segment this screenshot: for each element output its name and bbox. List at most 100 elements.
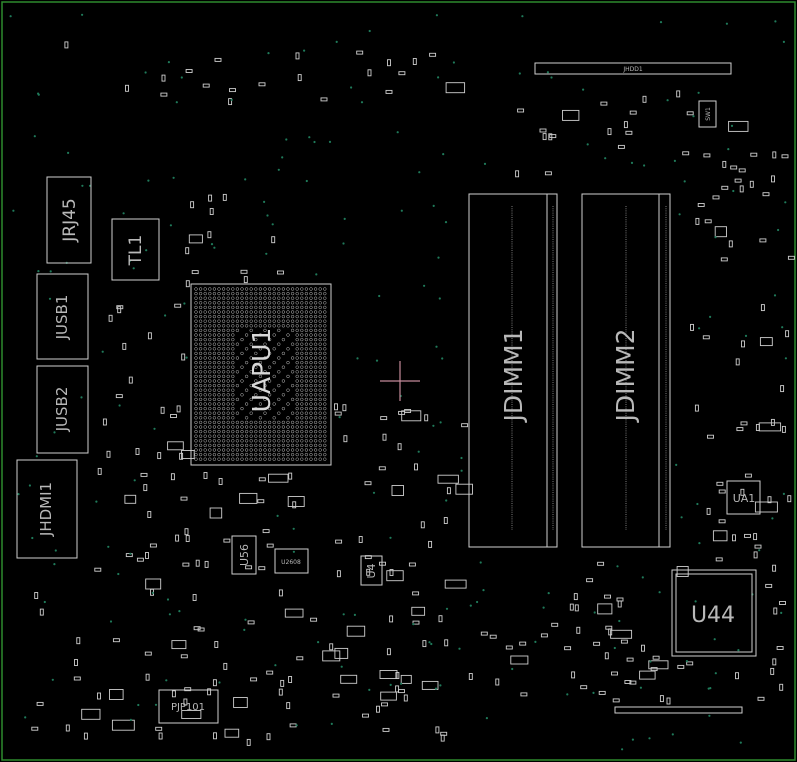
bga-ball xyxy=(203,402,207,406)
bga-ball xyxy=(203,411,207,415)
bga-ball xyxy=(286,314,290,319)
passive-component xyxy=(728,120,749,132)
bga-ball xyxy=(323,356,327,360)
via xyxy=(593,611,596,614)
bga-ball xyxy=(267,296,272,300)
bga-ball xyxy=(212,379,217,383)
passive-component xyxy=(398,689,405,694)
bga-ball xyxy=(208,425,212,429)
bga-ball xyxy=(323,314,327,319)
bga-ball xyxy=(203,420,207,425)
passive-component xyxy=(64,41,69,49)
bga-ball xyxy=(226,351,230,356)
bga-ball xyxy=(235,314,240,319)
passive-component xyxy=(787,495,792,503)
bga-ball xyxy=(198,393,203,397)
bga-ball xyxy=(198,347,203,351)
passive-component xyxy=(754,501,778,513)
bga-ball xyxy=(272,443,276,448)
bga-ball xyxy=(323,388,327,392)
passive-component xyxy=(549,134,557,139)
bga-ball xyxy=(290,301,295,305)
bga-ball xyxy=(254,337,258,342)
via xyxy=(218,681,221,684)
passive-component xyxy=(735,672,739,680)
bga-ball xyxy=(295,310,299,314)
bga-ball xyxy=(290,397,295,402)
passive-component xyxy=(772,151,777,159)
bga-ball xyxy=(258,448,263,452)
bga-ball xyxy=(258,439,263,443)
passive-component xyxy=(115,394,123,399)
bga-ball xyxy=(235,439,240,443)
passive-component xyxy=(586,578,594,583)
bga-ball xyxy=(272,452,276,457)
bga-ball xyxy=(323,429,327,434)
bga-ball xyxy=(240,443,244,448)
bga-ball xyxy=(300,434,304,438)
tl1-label: TL1 xyxy=(126,235,146,267)
bga-ball xyxy=(194,301,198,305)
bga-ball xyxy=(194,393,198,397)
via xyxy=(81,184,84,187)
bga-ball xyxy=(318,439,322,443)
bga-ball xyxy=(217,402,221,406)
bga-ball xyxy=(281,425,286,429)
via xyxy=(732,189,735,193)
passive-component xyxy=(174,303,182,308)
bga-ball xyxy=(267,310,272,314)
bga-ball xyxy=(221,383,226,388)
passive-component xyxy=(209,208,214,215)
bga-ball xyxy=(323,370,327,374)
passive-component xyxy=(185,535,190,542)
bga-ball xyxy=(203,356,207,360)
bga-ball xyxy=(295,291,299,296)
passive-component xyxy=(258,477,266,482)
bga-ball xyxy=(221,301,226,305)
passive-component xyxy=(346,625,366,637)
passive-component xyxy=(682,151,690,156)
via xyxy=(758,549,761,552)
bga-ball xyxy=(281,319,286,323)
passive-component xyxy=(320,97,328,102)
via xyxy=(641,576,644,579)
passive-component xyxy=(505,645,513,650)
bga-ball xyxy=(194,324,198,328)
bga-ball xyxy=(323,337,327,342)
via xyxy=(692,115,695,118)
bga-ball xyxy=(221,310,226,314)
bga-ball xyxy=(286,333,290,337)
passive-component xyxy=(364,481,372,486)
passive-component xyxy=(34,592,39,599)
passive-component xyxy=(759,337,773,347)
passive-component xyxy=(277,270,284,275)
bga-ball xyxy=(263,370,267,374)
passive-component xyxy=(258,82,266,87)
bga-ball xyxy=(281,310,286,314)
bga-ball xyxy=(323,342,327,346)
bga-ball xyxy=(244,287,249,291)
bga-ball xyxy=(309,448,313,452)
bga-ball xyxy=(198,319,203,323)
passive-component xyxy=(659,695,664,703)
bga-ball xyxy=(263,448,267,452)
via xyxy=(586,143,589,146)
bga-ball xyxy=(208,287,212,291)
via xyxy=(485,717,488,720)
via xyxy=(375,359,379,362)
bga-ball xyxy=(313,374,318,379)
bga-ball xyxy=(313,291,318,296)
bga-ball xyxy=(226,411,230,415)
bga-ball xyxy=(286,439,290,443)
bga-ball xyxy=(313,416,318,420)
passive-component xyxy=(455,483,473,495)
passive-component xyxy=(629,110,637,115)
bga-ball xyxy=(267,439,272,443)
bga-ball xyxy=(277,319,281,323)
bga-ball xyxy=(318,379,322,383)
bga-ball xyxy=(323,452,327,457)
bga-ball xyxy=(231,310,235,314)
bga-ball xyxy=(309,324,313,328)
via xyxy=(178,610,181,613)
bga-ball xyxy=(272,333,276,337)
